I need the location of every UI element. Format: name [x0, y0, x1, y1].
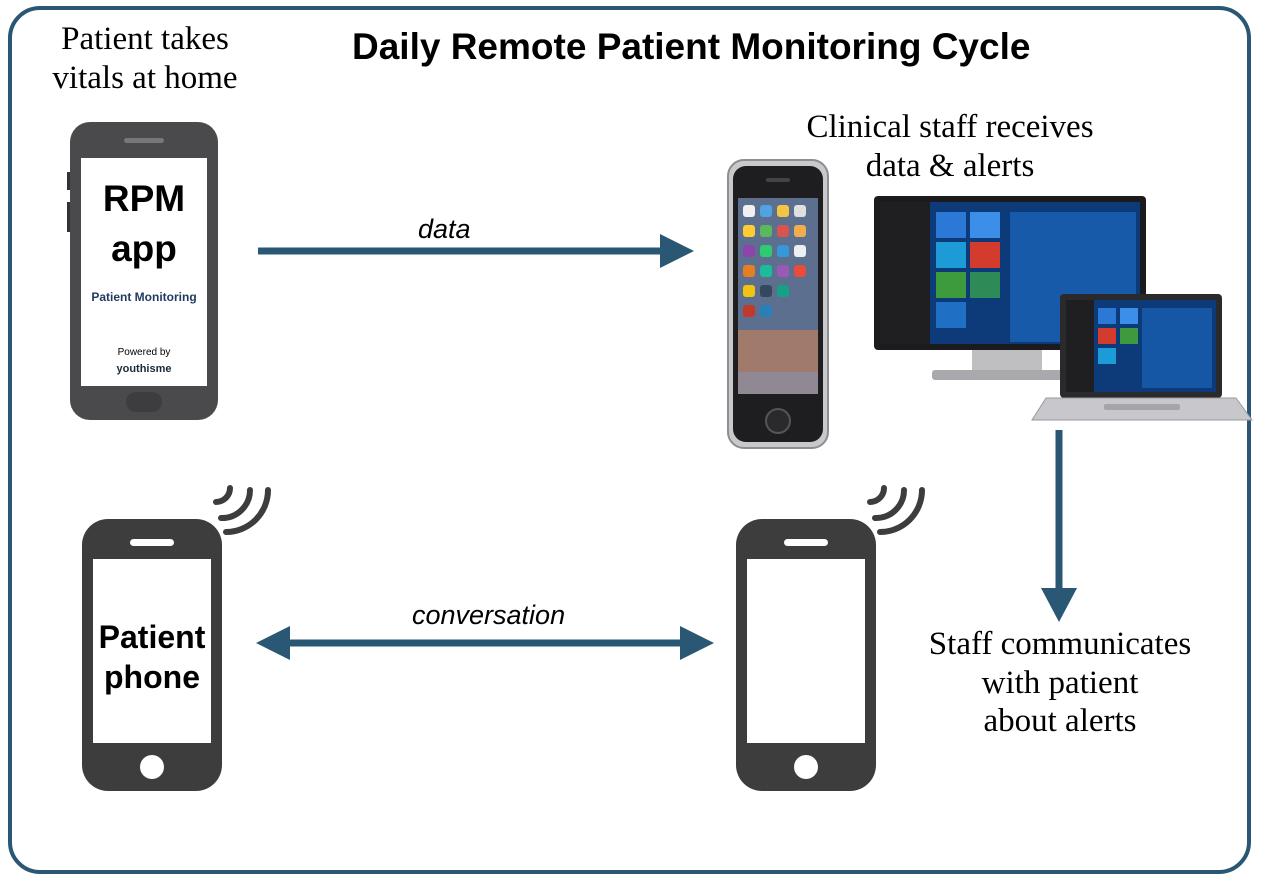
patient-phone-label: Patient phone: [93, 617, 211, 697]
data-arrow-label: data: [418, 214, 471, 244]
phone-side-button: [67, 172, 70, 190]
staff-receives-label: Clinical staff receives data & alerts: [806, 109, 1094, 184]
data-arrow: [258, 234, 694, 268]
diagram-title: Daily Remote Patient Monitoring Cycle: [352, 26, 1031, 67]
phone-side-button: [67, 202, 70, 232]
patient-phone-line2: phone: [104, 659, 200, 695]
patient-phone-icon: Patient phone: [82, 519, 222, 791]
phone-speaker: [124, 138, 164, 143]
staff-phone-screen: [747, 559, 865, 743]
rpm-app-title-line1: RPM: [102, 178, 186, 219]
phone-speaker: [784, 539, 828, 546]
alerts-arrow: [1041, 430, 1077, 622]
signal-waves-icon: [867, 485, 925, 535]
phone-home-button: [126, 392, 162, 412]
staff-phone-icon: [736, 519, 876, 791]
laptop-icon: [1031, 294, 1253, 421]
patient-phone-line1: Patient: [98, 619, 206, 655]
staff-communicates-label: Staff communicates with patient about al…: [928, 626, 1192, 740]
patient-phone-screen: Patient phone: [93, 559, 211, 743]
signal-waves-icon: [213, 485, 271, 535]
rpm-app-screen: RPM app Patient Monitoring Powered by yo…: [81, 158, 207, 386]
powered-by-label: Powered by: [117, 347, 171, 358]
conversation-arrow-label: conversation: [412, 600, 566, 630]
conversation-arrow: [256, 626, 714, 660]
brand-logo: youthisme: [116, 363, 172, 375]
phone-home-button: [140, 755, 164, 779]
phone-home-button: [794, 755, 818, 779]
clinical-smartphone-icon: [727, 159, 829, 449]
rpm-app-title-line2: app: [111, 228, 177, 269]
patient-takes-vitals-label: Patient takes vitals at home: [52, 21, 238, 96]
phone-speaker: [130, 539, 174, 546]
rpm-app-phone: RPM app Patient Monitoring Powered by yo…: [67, 122, 218, 420]
rpm-app-subtitle: Patient Monitoring: [91, 290, 197, 304]
